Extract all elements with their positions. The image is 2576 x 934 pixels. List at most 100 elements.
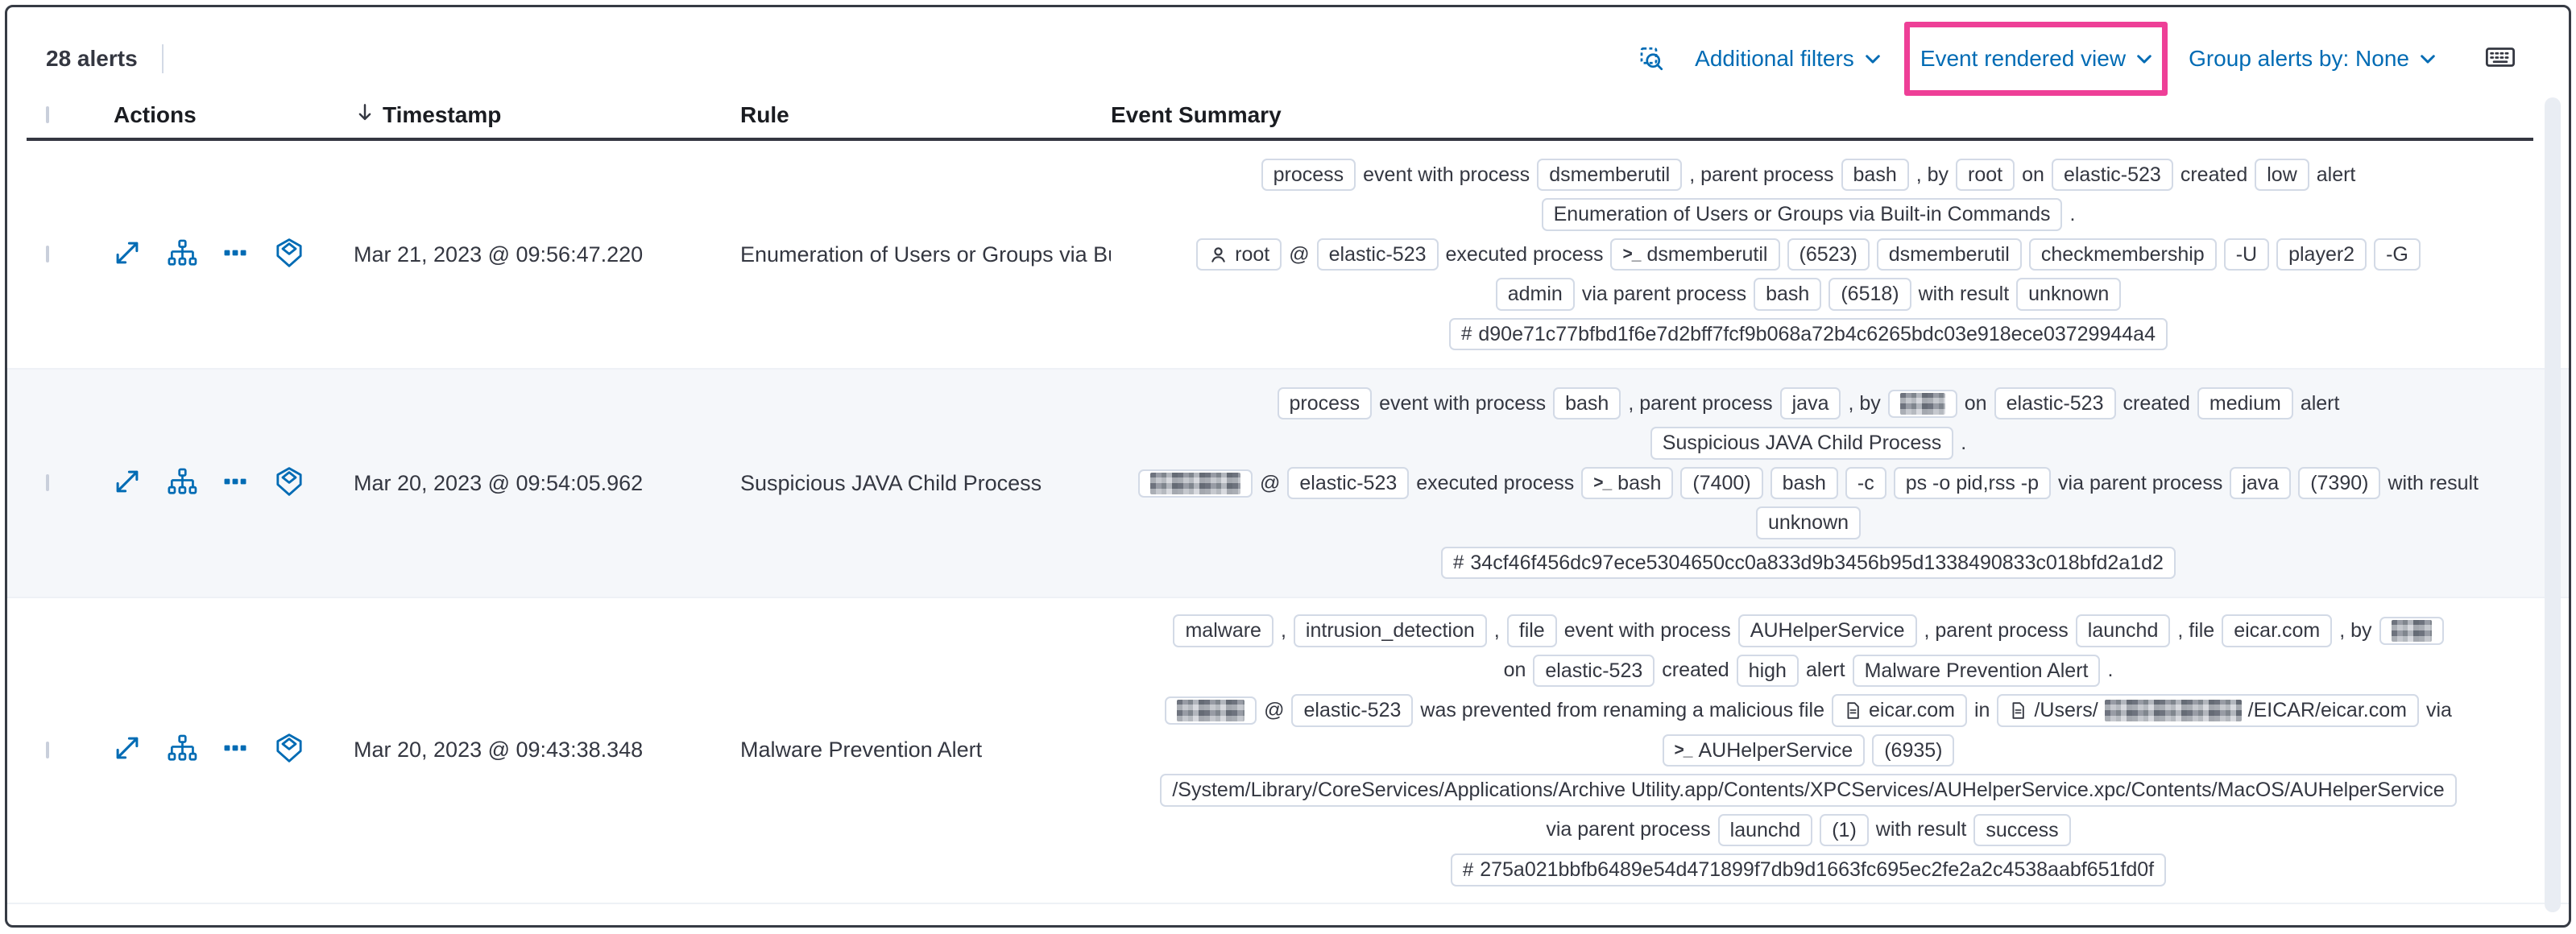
summary-value-badge[interactable]: (1) [1820,813,1869,846]
summary-value-badge[interactable]: launchd [1717,813,1813,846]
select-row-checkbox[interactable] [46,474,49,491]
summary-value-badge[interactable]: (7390) [2298,466,2381,500]
summary-value-badge[interactable]: eicar.com [2222,614,2333,647]
summary-value-badge[interactable]: -G [2374,238,2421,271]
summary-value-badge[interactable]: -c [1845,466,1886,500]
summary-value-badge[interactable]: dsmemberutil [1876,238,2022,271]
summary-value-badge[interactable]: file [1506,614,1557,647]
keyboard-shortcuts-button[interactable] [2483,40,2517,78]
summary-value-badge[interactable]: launchd [2075,614,2171,647]
summary-value-badge[interactable]: unknown [2016,278,2122,311]
analyze-event-button[interactable] [167,733,197,767]
summary-value-badge[interactable]: bash [1754,278,1822,311]
summary-value-badge[interactable] [1137,469,1253,498]
summary-value-badge[interactable]: elastic-523 [1287,466,1410,500]
expand-icon [112,733,143,767]
expand-alert-button[interactable] [112,466,143,501]
terminal-prompt-icon: >_ [1593,473,1612,493]
additional-filters-button[interactable]: Additional filters [1695,46,1883,72]
summary-value-badge[interactable]: process [1277,386,1373,420]
summary-value-badge[interactable]: high [1736,654,1799,687]
summary-value-badge[interactable]: java [1779,386,1841,420]
summary-value-badge[interactable]: elastic-523 [1291,694,1414,727]
more-actions-button[interactable] [222,239,249,271]
table-header-row: Actions Timestamp Rule Event Summary [7,93,2569,138]
summary-value-badge[interactable]: success [1973,813,2071,846]
summary-value-badge[interactable]: >_bash [1581,466,1674,500]
summary-text: , [1280,618,1286,642]
summary-value-badge[interactable] [2379,616,2444,645]
summary-value-badge[interactable]: unknown [1755,506,1862,539]
summary-value-badge[interactable]: -U [2223,238,2270,271]
summary-value-badge[interactable]: bash [1841,158,1909,192]
select-row-checkbox[interactable] [46,741,49,758]
summary-value-badge[interactable] [1887,389,1957,418]
file-icon [1844,701,1862,720]
header-rule: Rule [740,102,789,127]
summary-text: . [2069,203,2076,225]
analyze-event-button[interactable] [167,466,197,501]
group-alerts-by-button[interactable]: Group alerts by: None [2189,46,2438,72]
summary-value-badge[interactable]: ps -o pid,rss -p [1893,466,2052,500]
summary-value-badge[interactable]: >_dsmemberutil [1610,238,1780,271]
summary-value-badge[interactable]: (6523) [1787,238,1870,271]
summary-text: in [1974,698,1990,721]
vertical-scrollbar[interactable] [2545,97,2561,912]
summary-value-badge[interactable]: dsmemberutil [1537,158,1683,192]
header-timestamp-sort[interactable]: Timestamp [354,101,740,130]
view-selector-button[interactable]: Event rendered view [1903,22,2168,96]
additional-filters-label: Additional filters [1695,46,1854,71]
expand-alert-button[interactable] [112,238,143,272]
summary-value-badge[interactable]: elastic-523 [1994,386,2116,420]
summary-value-badge[interactable]: player2 [2276,238,2367,271]
user-icon [1208,245,1228,265]
select-row-checkbox[interactable] [46,246,49,262]
summary-value-badge[interactable]: /Users//EICAR/eicar.com [1997,694,2419,727]
summary-value-badge[interactable]: #34cf46f456dc97ece5304650cc0a833d9b3456b… [1441,546,2176,580]
more-actions-icon [222,468,249,499]
summary-value-badge[interactable]: bash [1770,466,1838,500]
summary-text: created [2123,391,2190,415]
inspect-button[interactable] [1637,44,1666,73]
summary-value-badge[interactable]: bash [1553,386,1621,420]
summary-value-badge[interactable]: Malware Prevention Alert [1852,654,2101,687]
summary-value-badge[interactable]: >_AUHelperService [1662,734,1866,767]
summary-value-badge[interactable]: root [1196,238,1282,271]
more-actions-button[interactable] [222,468,249,499]
summary-value-badge[interactable]: elastic-523 [1533,654,1655,687]
summary-value-badge[interactable]: process [1261,158,1356,192]
summary-value-badge[interactable]: /System/Library/CoreServices/Application… [1160,774,2457,807]
summary-value-badge[interactable]: eicar.com [1832,694,1967,727]
summary-value-badge[interactable]: medium [2197,386,2293,420]
summary-value-badge[interactable]: root [1956,158,2015,192]
session-viewer-button[interactable] [273,465,305,502]
summary-value-badge[interactable]: (6518) [1828,278,1911,311]
summary-value-badge[interactable]: #d90e71c77bfbd1f6e7d2bff7fcf9b068a72b4c6… [1449,317,2168,351]
select-all-checkbox[interactable] [46,106,49,123]
summary-value-badge[interactable]: elastic-523 [2051,158,2173,192]
alert-rule[interactable]: Enumeration of Users or Groups via Bui [740,242,1111,267]
summary-value-badge[interactable]: java [2230,466,2292,500]
expand-alert-button[interactable] [112,733,143,767]
summary-value-badge[interactable]: (6935) [1872,734,1955,767]
summary-value-badge[interactable]: #275a021bbfb6489e54d471899f7db9d1663fc69… [1450,853,2167,886]
file-icon [2009,701,2027,720]
header-actions: Actions [114,102,197,127]
summary-value-badge[interactable]: admin [1495,278,1575,311]
alert-rule[interactable]: Suspicious JAVA Child Process [740,470,1042,495]
alert-rule[interactable]: Malware Prevention Alert [740,738,983,762]
analyze-event-button[interactable] [167,238,197,272]
summary-value-badge[interactable]: intrusion_detection [1293,614,1487,647]
summary-value-badge[interactable]: AUHelperService [1737,614,1917,647]
summary-value-badge[interactable]: Suspicious JAVA Child Process [1650,427,1954,460]
summary-value-badge[interactable]: checkmembership [2028,238,2217,271]
summary-value-badge[interactable]: malware [1173,614,1274,647]
summary-value-badge[interactable] [1165,696,1257,725]
more-actions-button[interactable] [222,734,249,766]
session-viewer-button[interactable] [273,732,305,768]
summary-value-badge[interactable]: elastic-523 [1316,238,1439,271]
summary-value-badge[interactable]: low [2255,158,2309,192]
summary-value-badge[interactable]: (7400) [1680,466,1763,500]
summary-value-badge[interactable]: Enumeration of Users or Groups via Built… [1541,198,2063,231]
session-viewer-button[interactable] [273,237,305,273]
